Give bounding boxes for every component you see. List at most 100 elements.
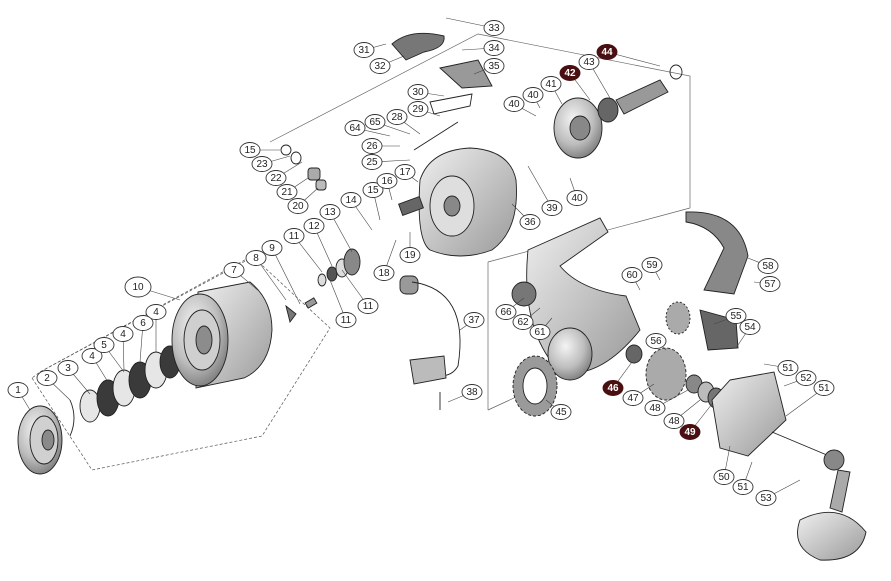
callout-bubble [713, 469, 735, 485]
parts [17, 32, 867, 561]
callout-26: 26 [361, 138, 400, 154]
callout-bubble [394, 164, 416, 180]
leader-line [271, 247, 301, 305]
callout-number: 7 [231, 265, 237, 276]
line-roller-parts [280, 144, 327, 191]
callout-bubble [725, 308, 747, 324]
callout-bubble [399, 247, 421, 263]
callout-bubble [361, 138, 383, 154]
callout-bubble [373, 265, 395, 281]
callout-51c: 51 [732, 461, 754, 495]
callout-bubble [755, 490, 777, 506]
callout-bubble [57, 360, 79, 376]
callout-bubble [622, 390, 644, 406]
callout-4b: 4 [112, 326, 134, 371]
callout-number: 52 [800, 373, 812, 384]
callout-number: 48 [668, 416, 680, 427]
callout-bubble [386, 109, 408, 125]
callout-42: 42 [559, 65, 591, 101]
callout-14: 14 [340, 192, 373, 231]
callout-bubble [344, 120, 366, 136]
callout-bubble [550, 404, 572, 420]
callout-number: 34 [488, 43, 500, 54]
callout-bubble [261, 240, 283, 256]
callout-30: 30 [407, 84, 445, 100]
callout-bubble [759, 276, 781, 292]
callout-bubble [813, 380, 835, 396]
callout-number: 28 [391, 112, 403, 123]
callout-bubble [495, 304, 517, 320]
callout-number: 55 [730, 311, 742, 322]
callout-bubble [145, 304, 167, 320]
callout-number: 53 [760, 493, 772, 504]
callout-bubble [81, 348, 103, 364]
callout-65: 65 [364, 114, 411, 135]
callout-number: 11 [289, 231, 300, 242]
callout-bubble [362, 182, 384, 198]
callout-number: 23 [256, 159, 268, 170]
callout-64: 64 [344, 120, 391, 137]
callout-21: 21 [276, 177, 309, 200]
callout-34: 34 [461, 40, 505, 56]
callout-bubble [407, 101, 429, 117]
callout-bubble [276, 184, 298, 200]
callout-bubble [645, 333, 667, 349]
callout-bubble [483, 20, 505, 36]
callout-57: 57 [753, 276, 781, 292]
callout-number: 14 [345, 195, 357, 206]
callout-bubble [93, 337, 115, 353]
callout-51a: 51 [763, 360, 799, 376]
callout-bubble [566, 190, 588, 206]
callout-62: 62 [512, 307, 541, 330]
callout-number: 11 [363, 301, 374, 312]
callout-11a: 11 [283, 228, 323, 273]
pinion-bearing-assembly [553, 64, 683, 159]
drive-gear [512, 355, 558, 417]
callout-number: 38 [466, 387, 478, 398]
callout-number: 48 [649, 403, 661, 414]
callout-18: 18 [373, 239, 397, 281]
callout-2: 2 [36, 370, 71, 401]
callout-bubble [559, 65, 581, 81]
callout-bubble [303, 218, 325, 234]
callout-bubble [757, 258, 779, 274]
callout-bubble [663, 413, 685, 429]
callout-11c: 11 [341, 269, 379, 314]
callout-bubble [795, 370, 817, 386]
callout-59: 59 [641, 257, 663, 281]
bail-arm [391, 32, 493, 151]
callout-19: 19 [399, 232, 421, 263]
callout-bubble [522, 87, 544, 103]
callout-bubble [223, 262, 245, 278]
callout-number: 4 [120, 329, 126, 340]
callout-bubble [376, 173, 398, 189]
callout-12: 12 [303, 218, 333, 267]
group-frames [31, 33, 691, 471]
callout-number: 40 [508, 99, 520, 110]
callout-number: 59 [646, 260, 658, 271]
callout-41: 41 [540, 76, 563, 105]
callout-number: 58 [762, 261, 774, 272]
callout-40a: 40 [503, 96, 537, 117]
callout-number: 66 [500, 307, 512, 318]
rotor [398, 147, 517, 257]
callout-number: 39 [546, 203, 558, 214]
callout-number: 15 [367, 185, 379, 196]
callout-7: 7 [223, 262, 261, 293]
callout-bubble [602, 380, 624, 396]
callout-bubble [578, 54, 600, 70]
callout-15b: 15 [362, 182, 384, 221]
callout-55: 55 [713, 308, 747, 325]
callout-number: 3 [65, 363, 71, 374]
callout-bubble [461, 384, 483, 400]
callout-number: 49 [684, 427, 696, 438]
callout-49: 49 [679, 403, 713, 440]
callout-bubble [287, 198, 309, 214]
callout-number: 32 [374, 61, 386, 72]
reel-body [511, 217, 641, 381]
callout-bubble [36, 370, 58, 386]
callout-number: 8 [253, 253, 259, 264]
callout-15a: 15 [239, 142, 280, 158]
callout-bubble [541, 200, 563, 216]
